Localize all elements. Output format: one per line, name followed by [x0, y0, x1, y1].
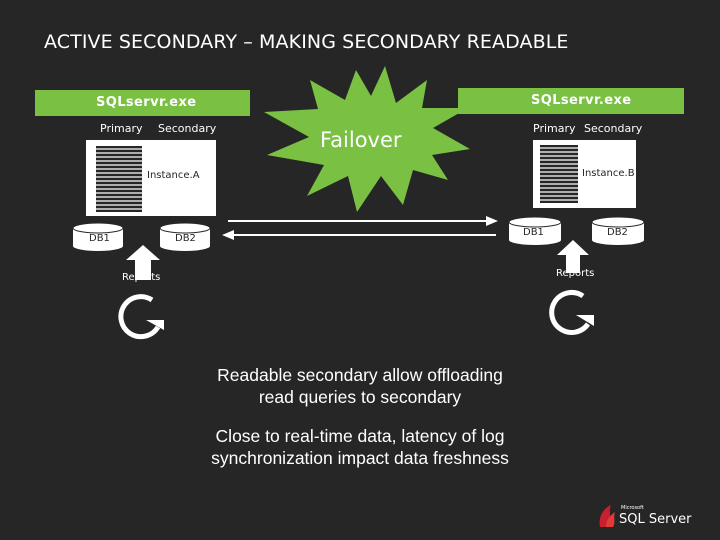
- right-db2-label: DB2: [607, 227, 628, 238]
- left-role-primary: Primary: [100, 122, 143, 135]
- left-reports-label: Reports: [122, 272, 161, 283]
- left-reports-arrow-icon: [126, 245, 160, 280]
- left-refresh-icon: [118, 294, 164, 340]
- replication-arrow-right: [228, 216, 498, 226]
- right-db2-icon: [591, 216, 645, 245]
- logo-main-text: SQL Server: [619, 512, 692, 527]
- right-server-icon: [533, 140, 636, 208]
- right-process-bar: [458, 88, 684, 114]
- right-role-secondary: Secondary: [584, 122, 643, 135]
- left-instance-label: Instance.A: [147, 170, 200, 181]
- logo-small-text: Microsoft: [621, 505, 644, 511]
- note-readable-secondary: Readable secondary allow offloading read…: [160, 364, 560, 408]
- slide-title: ACTIVE SECONDARY – MAKING SECONDARY READ…: [44, 31, 569, 53]
- right-role-primary: Primary: [533, 122, 576, 135]
- right-instance-label: Instance.B: [582, 168, 635, 179]
- note-line-1: Readable secondary allow offloading: [217, 365, 503, 385]
- left-db2-label: DB2: [175, 233, 196, 244]
- failover-label: Failover: [320, 128, 402, 152]
- failover-starburst: [264, 66, 470, 212]
- left-db2-icon: [159, 222, 211, 251]
- right-process-label: SQLservr.exe: [531, 93, 632, 108]
- left-role-secondary: Secondary: [158, 122, 217, 135]
- right-refresh-icon: [549, 290, 594, 335]
- right-reports-label: Reports: [556, 268, 595, 279]
- sql-server-logo-icon: [599, 505, 615, 527]
- note-line-2: read queries to secondary: [258, 387, 462, 407]
- left-process-label: SQLservr.exe: [96, 95, 197, 110]
- left-process-bar: [35, 90, 250, 116]
- right-db1-label: DB1: [523, 227, 544, 238]
- note-data-freshness: Close to real-time data, latency of log …: [160, 425, 560, 469]
- right-reports-arrow-icon: [557, 240, 589, 273]
- note-line-4: synchronization impact data freshness: [211, 448, 509, 468]
- note-line-3: Close to real-time data, latency of log: [215, 426, 505, 446]
- left-db1-icon: [72, 222, 124, 251]
- left-server-icon: [86, 140, 216, 216]
- left-db1-label: DB1: [89, 233, 110, 244]
- replication-arrow-left: [222, 230, 496, 240]
- right-db1-icon: [508, 216, 562, 245]
